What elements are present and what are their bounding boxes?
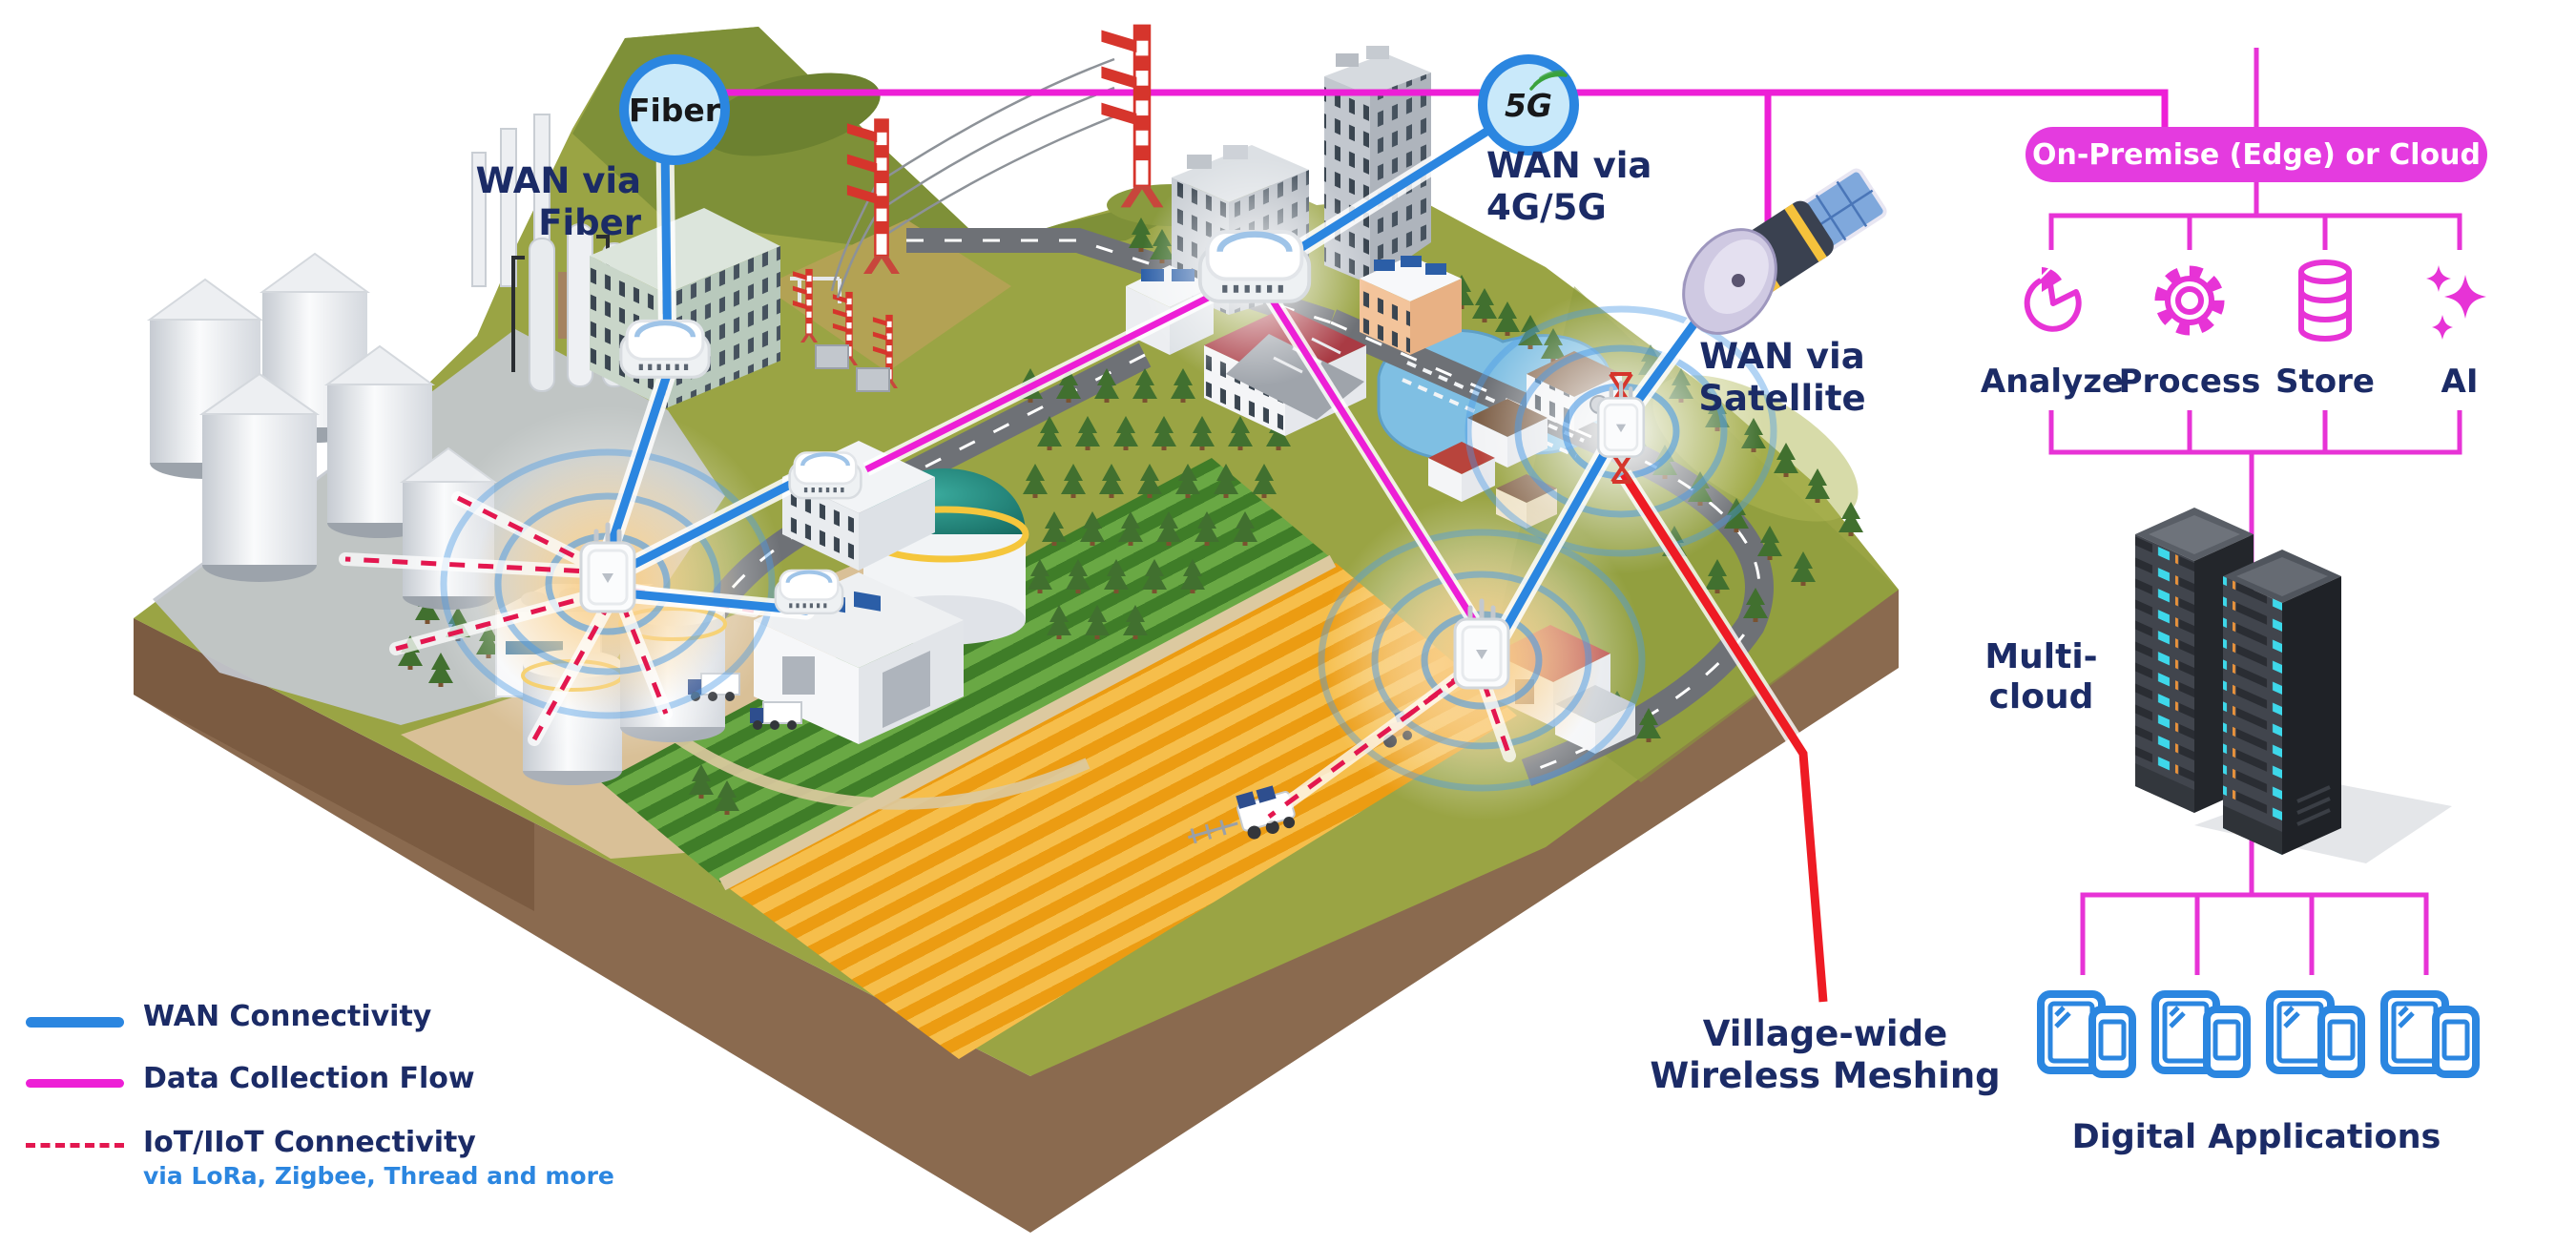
storage-tanks xyxy=(146,252,498,610)
analyze-label: Analyze xyxy=(1980,363,2125,401)
fiber-node: Fiber xyxy=(619,54,730,165)
radio-tower xyxy=(1100,24,1165,209)
orange-building xyxy=(1360,256,1462,355)
rack-right xyxy=(2223,550,2341,855)
5g-node: 5G xyxy=(1478,54,1579,156)
5g-node-label: 5G xyxy=(1504,86,1553,124)
legend-wan-label: WAN Connectivity xyxy=(143,1000,432,1033)
village-mesh-caption: Village-wide Wireless Meshing xyxy=(1650,1013,2001,1096)
legend-iot-sublabel: via LoRa, Zigbee, Thread and more xyxy=(143,1162,614,1190)
process-label: Process xyxy=(2118,363,2261,401)
power-lines xyxy=(830,57,1115,299)
legend-wan-swatch xyxy=(26,1017,124,1028)
ai-label: AI xyxy=(2441,363,2479,401)
village-mesh-tower xyxy=(1589,372,1644,484)
iot-links xyxy=(339,491,1516,823)
farm-fields xyxy=(601,458,1517,1059)
satellite-icon xyxy=(1682,168,1887,335)
legend-dataflow-swatch xyxy=(26,1079,124,1088)
cellular-caption: WAN via 4G/5G xyxy=(1486,145,1652,228)
multicloud-label: Multi-cloud xyxy=(1984,637,2098,717)
mesh-callout-line xyxy=(1616,469,1832,1003)
mesh-antennas xyxy=(581,372,1644,688)
data-flow-links xyxy=(711,89,2169,641)
store-label: Store xyxy=(2275,363,2375,401)
satellite-caption: WAN via Satellite xyxy=(1698,336,1866,419)
pie-chart-icon xyxy=(2024,266,2082,332)
legend-iot-label: IoT/IIoT Connectivity xyxy=(143,1126,476,1159)
server-racks xyxy=(2135,508,2452,863)
fiber-caption: WAN via Fiber xyxy=(475,160,641,243)
database-icon xyxy=(2298,260,2352,342)
legend-iot-swatch xyxy=(26,1143,124,1148)
digital-application-devices xyxy=(2041,994,2476,1074)
digital-applications-label: Digital Applications xyxy=(2071,1118,2441,1156)
cloud-header-pill: On-Premise (Edge) or Cloud xyxy=(2025,127,2487,182)
fiber-node-label: Fiber xyxy=(628,91,721,129)
signal-waves-icon xyxy=(1529,70,1568,91)
sparkles-icon xyxy=(2426,265,2486,340)
substation xyxy=(790,268,899,392)
cloud-header-label: On-Premise (Edge) or Cloud xyxy=(2032,137,2481,172)
legend-dataflow-label: Data Collection Flow xyxy=(143,1062,475,1095)
gear-icon xyxy=(2154,265,2225,336)
